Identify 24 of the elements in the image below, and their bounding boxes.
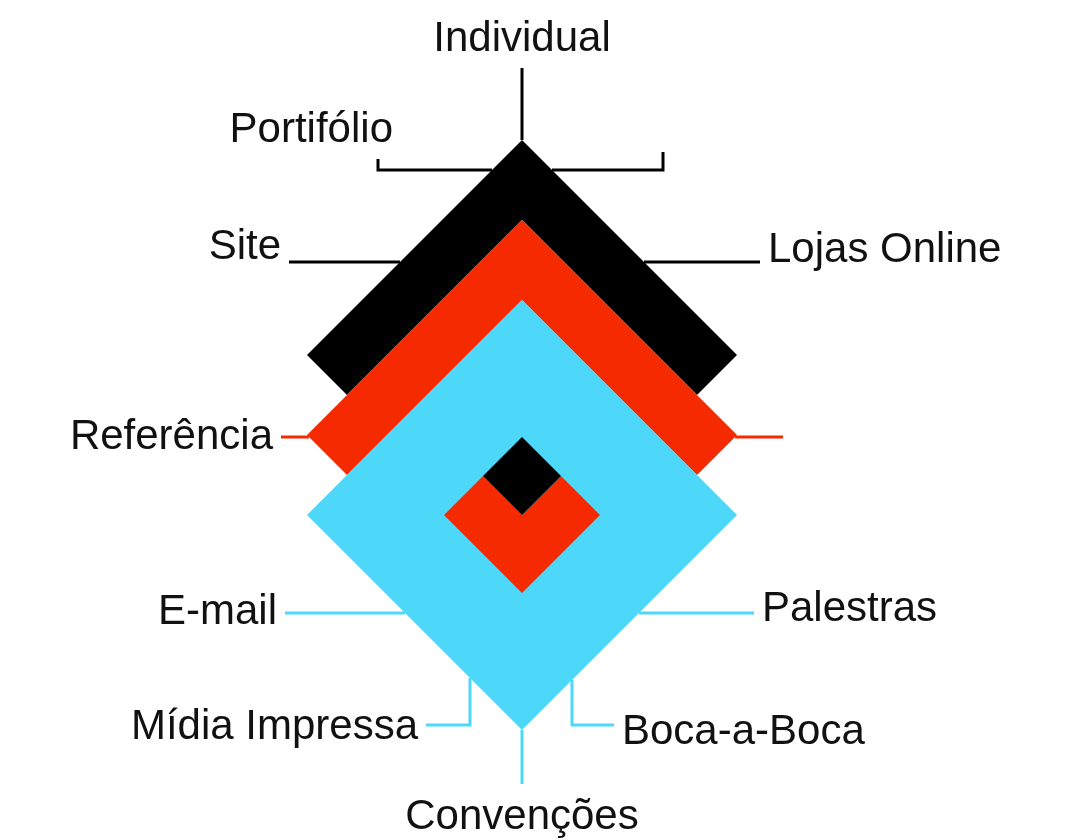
leader-line (289, 260, 400, 264)
leader-label: Referência (69, 412, 273, 458)
leader-line (644, 260, 760, 264)
leader-line (281, 435, 309, 439)
leader-label: Mídia Impressa (130, 702, 418, 748)
leader-label: Convenções (405, 792, 639, 838)
leader-line (520, 730, 524, 784)
leader-label: Palestras (762, 584, 938, 630)
leader-label: Site (208, 222, 281, 268)
leader-line (570, 680, 614, 727)
leader-line (520, 68, 524, 140)
leader-line (735, 435, 783, 439)
leader-line (552, 152, 665, 172)
leader-label: Boca-a-Boca (622, 707, 865, 753)
diamond-shape (483, 437, 561, 515)
leader-line (285, 611, 405, 615)
leader-line (376, 159, 492, 172)
leader-label: Individual (433, 14, 611, 60)
leader-line (639, 611, 754, 615)
diamond-shape (307, 140, 737, 395)
leader-label: Lojas Online (768, 225, 1002, 271)
leader-line (426, 678, 472, 727)
leader-label: Portifólio (229, 105, 393, 151)
leader-label: E-mail (158, 587, 277, 633)
